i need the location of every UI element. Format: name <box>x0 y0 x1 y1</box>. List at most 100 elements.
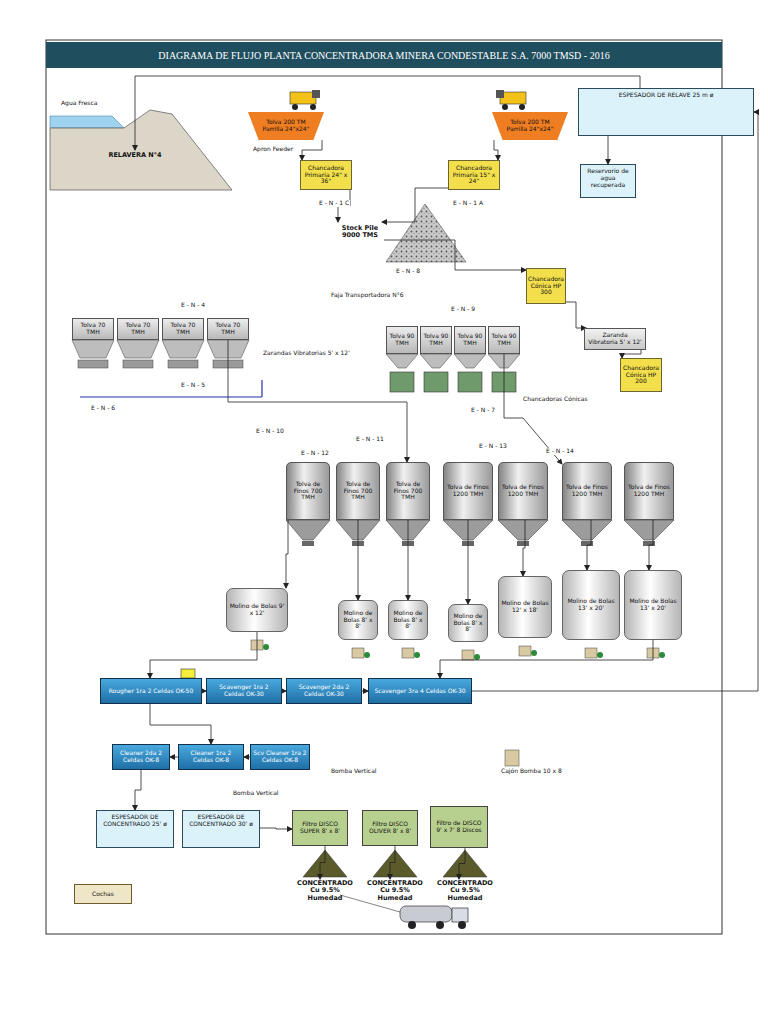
pump <box>364 652 370 658</box>
node-text: Chancadora Primaria 24" x 36" <box>303 165 349 186</box>
belt-feeder <box>302 541 314 546</box>
node-text: Tolva de Finos 1200 TMH <box>501 484 545 498</box>
thick-node: ESPESADOR DE RELAVE 25 m ø <box>578 88 754 136</box>
bin-node: Tolva 70 TMH <box>162 318 204 340</box>
plain-label: E - N - 7 <box>470 407 496 414</box>
cell-node: Rougher 1ra 2 Celdas OK-50 <box>100 678 202 704</box>
cell-node: Cleaner 1ra 2 Celdas OK-8 <box>178 744 244 770</box>
flow-line <box>566 302 586 328</box>
node-text: Molino de Bolas 9' x 12' <box>229 603 285 617</box>
flow-line <box>608 136 609 164</box>
node-text: Tolva de Finos 1200 TMH <box>446 484 490 498</box>
plain-label: Zarandas Vibratorias 5' x 12' <box>262 350 351 357</box>
flow-line <box>135 76 640 150</box>
wheel <box>502 104 508 110</box>
flow-line <box>135 770 141 810</box>
plain-label: Faja Transportadora N°6 <box>330 292 405 299</box>
plain-label: E - N - 14 <box>545 448 575 455</box>
node-text: Tolva 90 TMH <box>423 333 449 347</box>
flow-line <box>390 846 395 879</box>
plain-label: E - N - 12 <box>300 450 330 457</box>
node-text: Chancadora Cónica HP 300 <box>528 276 564 297</box>
flow-line <box>459 848 465 879</box>
silo-cone <box>624 520 674 540</box>
node-text: Tolva 70 TMH <box>120 322 156 336</box>
cab <box>452 908 468 922</box>
node-text: Tolva 90 TMH <box>491 333 517 347</box>
blue-conveyor <box>80 396 262 397</box>
mill-node: Molino de Bolas 12' x 18' <box>498 576 552 638</box>
flow-line <box>150 704 211 744</box>
node-text: Molino de Bolas 8' x 8' <box>451 613 485 634</box>
wheel <box>519 104 525 110</box>
flow-line <box>408 520 409 600</box>
cocha-node: Cochas <box>74 884 132 904</box>
crush-node: Chancadora Primaria 15" x 24" <box>448 160 500 190</box>
node-text: CONCENTRADO Cu 9.5% Humedad <box>365 880 425 902</box>
silo-node: Tolva de Finos 1200 TMH <box>498 462 548 520</box>
flow-line <box>468 520 469 604</box>
node-text: Tolva 90 TMH <box>389 333 415 347</box>
plain-label: E - N - 4 <box>180 302 206 309</box>
title-text: DIAGRAMA DE FLUJO PLANTA CONCENTRADORA M… <box>158 50 609 61</box>
node-text: Tolva 70 TMH <box>165 322 201 336</box>
screen-node: Zaranda Vibratoria 5' x 12' <box>584 328 646 350</box>
node-text: Cochas <box>92 891 114 898</box>
bin-node: Tolva 90 TMH <box>488 326 520 354</box>
flow-line <box>472 112 758 691</box>
flow-line <box>649 520 653 570</box>
frame <box>46 40 722 934</box>
pump-box <box>352 648 364 658</box>
hop-node: Tolva 200 TM Parrilla 24"x24" <box>492 112 568 140</box>
plain-label: E - N - 11 <box>355 436 385 443</box>
node-text: Rougher 1ra 2 Celdas OK-50 <box>109 688 194 695</box>
silo-node: Tolva de Finos 1200 TMH <box>562 462 612 520</box>
title-bar: DIAGRAMA DE FLUJO PLANTA CONCENTRADORA M… <box>46 42 722 68</box>
flow-line <box>260 828 292 829</box>
plain-label: Cajón Bomba 10 x 8 <box>500 768 563 775</box>
bin-node: Tolva 90 TMH <box>420 326 452 354</box>
bin-cone <box>117 340 159 358</box>
pump <box>531 650 537 656</box>
silo-node: Tolva de Finos 1200 TMH <box>624 462 674 520</box>
node-text: Reservorio de agua recuperada <box>583 168 633 189</box>
silo-node: Tolva de Finos 1200 TMH <box>443 462 493 520</box>
pump-box <box>585 648 597 658</box>
cone-crusher <box>424 372 448 392</box>
pump-box <box>505 750 519 766</box>
plain-label: E - N - 6 <box>90 405 116 412</box>
pump <box>597 652 603 658</box>
mill-node: Molino de Bolas 13' x 20' <box>562 570 620 640</box>
plain-label: E - N - 9 <box>450 306 476 313</box>
silo-node: Tolva de Finos 700 TMH <box>386 462 430 520</box>
bin-cone <box>72 340 114 358</box>
txt-node: CONCENTRADO Cu 9.5% Humedad <box>363 879 427 903</box>
cell-node: Cleaner 2da 2 Celdas OK-8 <box>112 744 170 770</box>
node-text: Molino de Bolas 13' x 20' <box>565 598 617 612</box>
pump-box <box>402 648 414 658</box>
sampler-box <box>181 669 195 678</box>
thick-node: ESPESADOR DE CONCENTRADO 25' ø <box>96 810 174 848</box>
node-text: Molino de Bolas 8' x 8' <box>341 610 375 631</box>
flow-line <box>150 632 257 678</box>
node-text: Molino de Bolas 12' x 18' <box>501 600 549 614</box>
node-text: Tolva de Finos 700 TMH <box>339 481 377 502</box>
cone-crusher <box>390 372 414 392</box>
node-text: Tolva de Finos 700 TMH <box>289 481 327 502</box>
node-text: Filtro DISCO OLIVER 8' x 8' <box>365 821 415 835</box>
concentrate-truck <box>400 906 468 929</box>
mill-node: Molino de Bolas 8' x 8' <box>338 600 378 640</box>
node-text: ESPESADOR DE CONCENTRADO 30' ø <box>185 814 257 828</box>
flow-line <box>170 757 178 758</box>
filt-node: Filtro de DISCO 9' x 7' 8 Discos <box>430 806 488 848</box>
bin-cone <box>420 354 452 368</box>
bin-cone <box>386 354 418 368</box>
node-text: Filtro de DISCO 9' x 7' 8 Discos <box>433 820 485 834</box>
node-text: Tolva 90 TMH <box>457 333 483 347</box>
tailings-dam <box>50 110 232 190</box>
silo-cone <box>562 520 612 540</box>
node-text: Molino de Bolas 8' x 8' <box>391 610 425 631</box>
node-text: Stock Pile 9000 TMS <box>338 225 382 240</box>
wheel <box>436 921 444 929</box>
truck-cab <box>496 90 504 98</box>
